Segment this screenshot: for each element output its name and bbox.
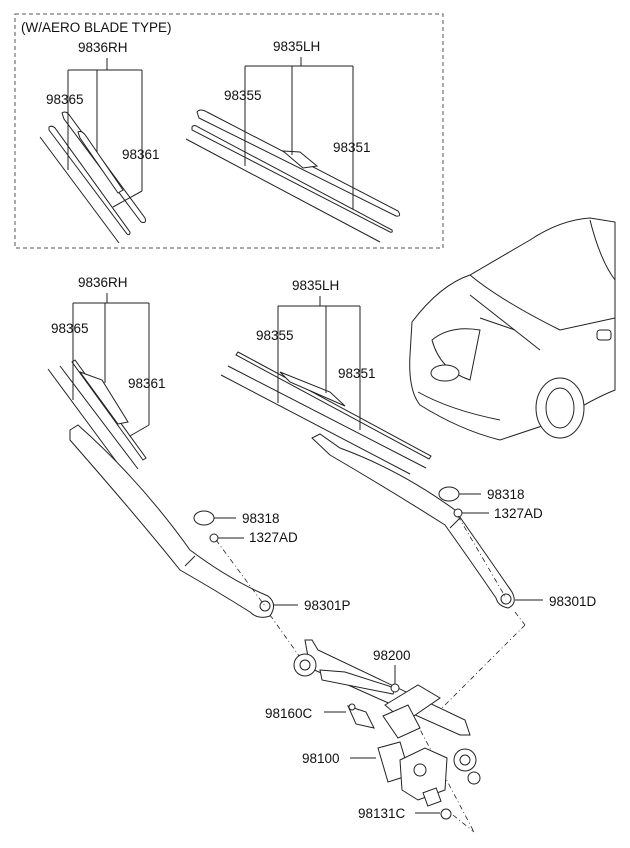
aero-lh-part-a-label: 98355 [224,88,262,103]
aero-blade-section-frame [14,13,444,249]
bracket-label: 98160C [265,706,313,721]
aero-lh-assembly-label: 9835LH [273,39,320,54]
passenger-arm-label: 98301P [304,598,351,613]
rh-part-a-label: 98365 [51,321,89,336]
right-nut-label: 1327AD [494,506,543,521]
lh-blade-drawing [220,351,432,475]
vehicle-illustration [409,217,616,441]
linkage-drawing [293,639,481,785]
linkage-label: 98200 [373,648,411,663]
aero-rh-leader-lines [67,58,143,208]
motor-label: 98100 [302,751,340,766]
aero-section-title: (W/AERO BLADE TYPE) [21,20,172,35]
rh-assembly-label: 9836RH [78,275,128,290]
motor-drawing [377,741,448,807]
bolt-label: 98131C [358,806,406,821]
rh-leader-lines [72,293,150,437]
left-cap-label: 98318 [242,511,280,526]
driver-arm-label: 98301D [549,594,597,609]
rh-part-b-label: 98361 [128,376,166,391]
passenger-arm-drawing [69,424,274,618]
left-nut-label: 1327AD [249,530,298,545]
aero-rh-assembly-label: 9836RH [78,40,128,55]
bolt-drawing [440,808,452,820]
left-cap-drawing [193,510,215,526]
right-cap-drawing [438,486,460,502]
aero-rh-blade-drawing [39,111,146,244]
bracket-drawing [347,703,375,729]
aero-lh-blade-drawing [185,109,401,243]
right-nut-drawing [453,508,463,518]
aero-rh-part-a-label: 98365 [46,92,84,107]
driver-arm-drawing [311,433,515,609]
aero-rh-part-b-label: 98361 [122,147,160,162]
aero-lh-leader-lines [244,57,354,209]
lh-part-b-label: 98351 [338,366,376,381]
lh-leader-lines [277,296,361,430]
lh-part-a-label: 98355 [256,328,294,343]
right-cap-label: 98318 [487,487,525,502]
lh-assembly-label: 9835LH [292,278,339,293]
aero-lh-part-b-label: 98351 [333,140,371,155]
